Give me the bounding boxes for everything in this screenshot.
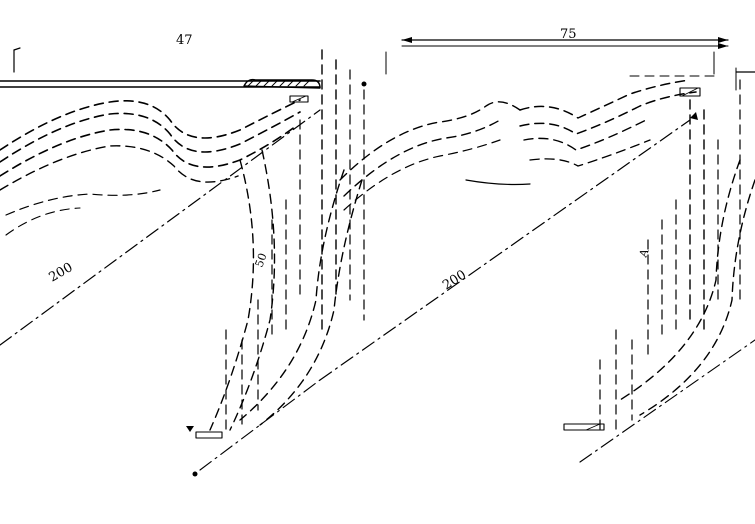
left-top-edge: [0, 47, 321, 88]
right-top-edge: [629, 67, 755, 97]
mid-slope-label: 200: [440, 268, 469, 294]
top-left-label: 47: [176, 33, 193, 48]
top-right-label: 75: [560, 27, 577, 42]
dimension-line-top: [385, 37, 729, 75]
left-lower-leg: [186, 149, 363, 477]
left-slope-label: 200: [47, 260, 76, 285]
hatched-plate: [243, 78, 321, 103]
central-pier: 50: [253, 49, 367, 341]
middle-strata: 200: [319, 101, 691, 381]
left-arch-strata: [0, 99, 301, 236]
right-slope-label: A: [636, 246, 652, 260]
right-arch-strata: [519, 79, 698, 167]
right-pier: A: [563, 79, 755, 463]
pier-label: 50: [253, 251, 270, 269]
